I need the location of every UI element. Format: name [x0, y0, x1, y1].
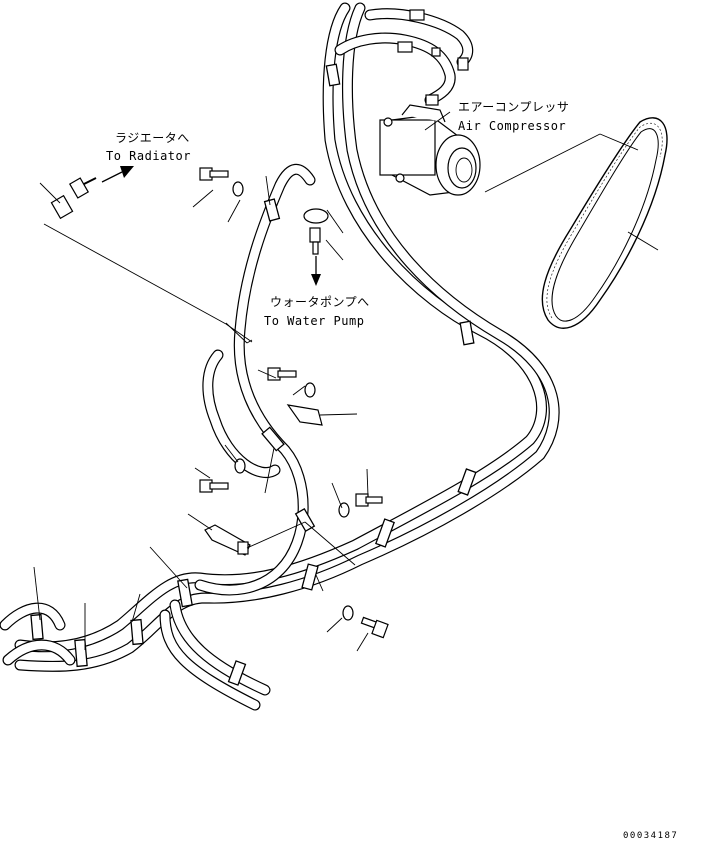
- drawing-code: 00034187: [623, 831, 679, 841]
- bolt-top: [199, 167, 244, 197]
- radiator-label-jp: ラジエータへ: [115, 131, 190, 145]
- radiator-fitting: [50, 177, 97, 220]
- arrow-to-radiator: [101, 166, 134, 183]
- leader-lines: [33, 111, 659, 652]
- v-belt: [541, 117, 668, 329]
- radiator-label-en: To Radiator: [106, 149, 191, 163]
- water-pump-fitting: [303, 208, 329, 255]
- arrow-to-water-pump: [311, 256, 321, 286]
- bolt-left: [199, 458, 246, 493]
- bolt-right: [338, 493, 383, 518]
- compressor-label-jp: エアーコンプレッサ: [458, 100, 570, 114]
- heater-hose-main: [14, 2, 548, 653]
- bolt-mid: [267, 367, 323, 426]
- hose-clamps: [30, 63, 477, 686]
- left-hose-ends: [0, 602, 76, 666]
- bolt-bottom: [342, 605, 389, 639]
- air-compressor: [379, 104, 481, 196]
- compressor-label-en: Air Compressor: [458, 119, 567, 133]
- heater-hose-second: [14, 2, 560, 672]
- compressor-fittings: [397, 9, 469, 106]
- lower-hose-branch: [159, 599, 271, 711]
- water-pump-label-en: To Water Pump: [264, 314, 365, 328]
- water-pump-hose: [194, 163, 316, 596]
- radiator-hose: [202, 349, 281, 478]
- water-pump-label-jp: ウォータポンプへ: [270, 295, 370, 309]
